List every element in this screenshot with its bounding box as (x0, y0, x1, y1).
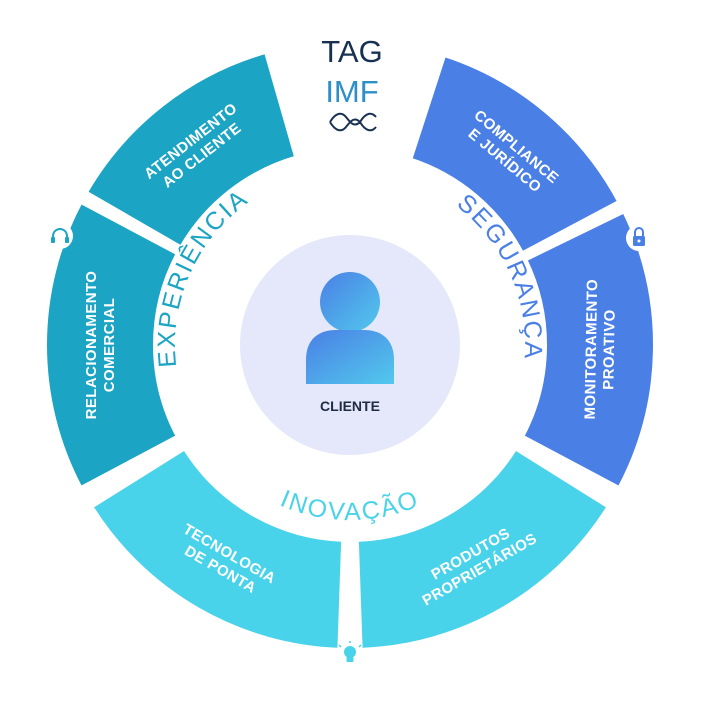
segment-shape-relacionamento (43, 199, 180, 491)
center-node: CLIENTE (240, 235, 460, 455)
segment-shape-atendimento (83, 49, 299, 250)
segment-label-line: RELACIONAMENTO (83, 271, 100, 420)
lightbulb-icon (337, 641, 363, 667)
segment-relacionamento: RELACIONAMENTOCOMERCIAL (43, 199, 180, 491)
segment-label-relacionamento: RELACIONAMENTOCOMERCIAL (83, 271, 118, 420)
pillar-label-inovacao: INOVAÇÃO (277, 485, 424, 527)
logo: TAG IMF (321, 34, 383, 132)
segment-shape-compliance (408, 52, 622, 256)
segment-shape-tecnologia (89, 446, 346, 652)
lock-icon (626, 225, 652, 251)
outer-ring: COMPLIANCEE JURÍDICO MONITORAMENTOPROATIV… (43, 49, 657, 652)
center-label: CLIENTE (320, 398, 380, 414)
segment-monitoramento: MONITORAMENTOPROATIVO (520, 209, 657, 491)
headset-icon (47, 223, 73, 249)
segment-atendimento: ATENDIMENTOAO CLIENTE (83, 49, 299, 250)
segment-label-line: MONITORAMENTO (582, 279, 601, 420)
segment-produtos: PRODUTOSPROPRIETÁRIOS (354, 446, 611, 652)
logo-text-imf: IMF (325, 74, 378, 109)
segment-label-line: PROATIVO (600, 309, 618, 390)
person-icon (306, 272, 394, 384)
segment-compliance: COMPLIANCEE JURÍDICO (408, 52, 622, 256)
segment-label-monitoramento: MONITORAMENTOPROATIVO (582, 279, 619, 420)
segment-shape-monitoramento (520, 209, 657, 491)
segment-tecnologia: TECNOLOGIADE PONTA (89, 446, 346, 652)
logo-wave-mark (329, 112, 377, 132)
logo-text-tag: TAG (321, 34, 382, 69)
segment-label-line: COMERCIAL (101, 298, 118, 392)
